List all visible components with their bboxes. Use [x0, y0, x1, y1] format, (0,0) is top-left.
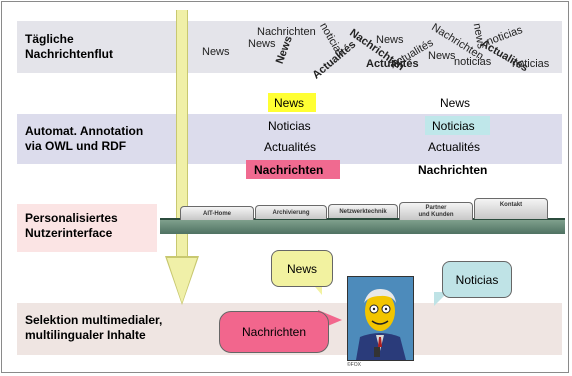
newsreader-illustration: [348, 277, 413, 360]
flood-word: Nachrichten: [257, 26, 316, 38]
row-label-selection: Selektion multimedialer, multilingualer …: [25, 313, 163, 342]
flood-word: noticias: [454, 56, 492, 68]
flood-word: News: [376, 34, 404, 46]
tab-partner-kunden[interactable]: Partner und Kunden: [399, 202, 473, 220]
tab-ait-home[interactable]: AIT-Home: [180, 206, 254, 220]
flood-word: News: [248, 38, 276, 50]
bubble-news: News: [271, 250, 333, 287]
bubble-nachrichten: Nachrichten: [219, 311, 329, 353]
tab-archivierung[interactable]: Archivierung: [255, 205, 327, 219]
annotation-left-news: News: [274, 96, 305, 110]
annotation-right-news: News: [440, 96, 471, 110]
flood-word: News: [428, 50, 456, 62]
row-label-interface: Personalisiertes Nutzerinterface: [25, 211, 118, 240]
flood-word: News: [202, 46, 230, 58]
annotation-right-nachrichten: Nachrichten: [418, 163, 488, 177]
newsreader-portrait: [347, 276, 414, 361]
highlight-news: [268, 93, 316, 112]
tabs-base: [160, 218, 565, 234]
flood-word: Actualités: [366, 58, 419, 70]
highlight-noticias: [425, 116, 490, 135]
highlight-nachrichten: [246, 160, 340, 179]
flood-word: noticias: [512, 58, 550, 70]
tab-kontakt[interactable]: Kontakt: [474, 198, 548, 219]
row-label-news-flood: Tägliche Nachrichtenflut: [25, 32, 114, 61]
band-interface: [17, 204, 157, 252]
tab-netzwerktechnik[interactable]: Netzwerktechnik: [328, 204, 398, 218]
annotation-right-actualites: Actualités: [428, 140, 481, 154]
annotation-left-nachrichten: Nachrichten: [254, 163, 324, 177]
bubble-noticias: Noticias: [442, 261, 512, 298]
flow-arrow-shaft: [176, 10, 188, 260]
annotation-left-actualites: Actualités: [264, 140, 317, 154]
band-news-flood: [17, 21, 562, 73]
image-credit: ©FOX: [347, 362, 361, 368]
row-label-annotation: Automat. Annotation via OWL und RDF: [25, 124, 144, 153]
flow-arrow-head: [167, 258, 197, 303]
annotation-left-noticias: Noticias: [268, 119, 311, 133]
annotation-right-noticias: Noticias: [432, 119, 475, 133]
